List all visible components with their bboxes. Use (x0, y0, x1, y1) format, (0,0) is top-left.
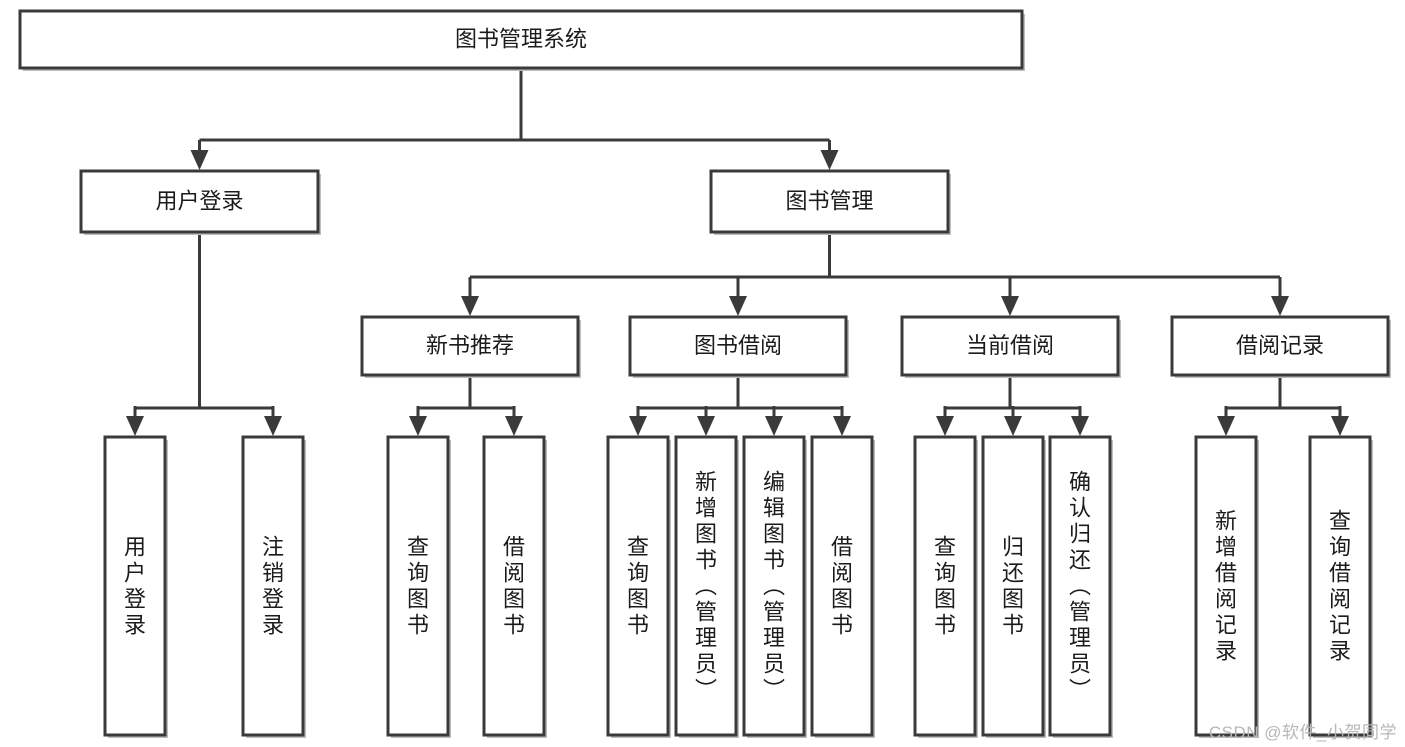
node-box[interactable] (482, 435, 546, 737)
node-label: 编辑图书︵管理员︶ (763, 469, 785, 702)
arrow-head-icon (461, 296, 479, 316)
node-box[interactable] (606, 435, 670, 737)
arrow-head-icon (126, 416, 144, 436)
node-label: 查询图书 (407, 534, 429, 637)
arrow-head-icon (697, 416, 715, 436)
node-leaf-9[interactable]: 归还图书 (981, 435, 1046, 738)
node-level2-用户登录[interactable]: 用户登录 (79, 169, 321, 235)
node-label: 借阅记录 (1236, 333, 1324, 358)
node-label: 图书管理 (785, 188, 873, 213)
node-label: 归还图书 (1002, 534, 1024, 637)
node-box[interactable] (674, 435, 738, 737)
node-label: 注销登录 (262, 534, 284, 637)
nodes-layer: 图书管理系统用户登录图书管理新书推荐图书借阅当前借阅借阅记录用户登录注销登录查询… (18, 9, 1391, 738)
node-label: 查询借阅记录 (1329, 508, 1351, 663)
arrow-head-icon (409, 416, 427, 436)
node-level3-借阅记录[interactable]: 借阅记录 (1170, 315, 1391, 378)
watermark-label: CSDN @软件_小贺同学 (1208, 723, 1397, 742)
node-level2-图书管理[interactable]: 图书管理 (709, 169, 951, 235)
arrow-head-icon (936, 416, 954, 436)
node-box[interactable] (628, 315, 848, 377)
arrow-head-icon (820, 150, 839, 170)
node-leaf-10[interactable]: 确认归还︵管理员︶ (1048, 435, 1113, 738)
node-leaf-2[interactable]: 查询图书 (386, 435, 451, 738)
node-label: 图书管理系统 (455, 26, 587, 51)
node-leaf-0[interactable]: 用户登录 (103, 435, 168, 738)
node-label: 借阅图书 (831, 534, 853, 637)
node-label: 新增借阅记录 (1215, 508, 1237, 663)
node-label: 用户登录 (124, 534, 146, 637)
arrow-head-icon (505, 416, 523, 436)
node-leaf-8[interactable]: 查询图书 (913, 435, 978, 738)
node-label: 图书借阅 (694, 333, 782, 358)
node-level3-图书借阅[interactable]: 图书借阅 (628, 315, 849, 378)
node-box[interactable] (1170, 315, 1390, 377)
arrow-head-icon (765, 416, 783, 436)
node-label: 新书推荐 (426, 333, 514, 358)
node-leaf-4[interactable]: 查询图书 (606, 435, 671, 738)
arrow-head-icon (1001, 296, 1019, 316)
node-box[interactable] (386, 435, 450, 737)
arrow-head-icon (1071, 416, 1089, 436)
node-level3-当前借阅[interactable]: 当前借阅 (900, 315, 1121, 378)
arrow-head-icon (1271, 296, 1289, 316)
node-box[interactable] (810, 435, 874, 737)
node-box[interactable] (241, 435, 305, 737)
arrow-head-icon (729, 296, 747, 316)
node-leaf-1[interactable]: 注销登录 (241, 435, 306, 738)
node-box[interactable] (103, 435, 167, 737)
node-leaf-6[interactable]: 编辑图书︵管理员︶ (742, 435, 807, 738)
node-leaf-12[interactable]: 查询借阅记录 (1308, 435, 1373, 738)
connectors-layer (126, 68, 1349, 436)
arrow-head-icon (1004, 416, 1022, 436)
node-box[interactable] (360, 315, 580, 377)
node-box[interactable] (913, 435, 977, 737)
node-leaf-11[interactable]: 新增借阅记录 (1194, 435, 1259, 738)
node-label: 确认归还︵管理员︶ (1069, 469, 1091, 702)
node-root-图书管理系统[interactable]: 图书管理系统 (18, 9, 1025, 71)
node-box[interactable] (1194, 435, 1258, 737)
node-box[interactable] (18, 9, 1024, 70)
node-label: 用户登录 (155, 188, 243, 213)
arrow-head-icon (833, 416, 851, 436)
node-box[interactable] (79, 169, 320, 234)
node-level3-新书推荐[interactable]: 新书推荐 (360, 315, 581, 378)
node-label: 借阅图书 (503, 534, 525, 637)
node-leaf-7[interactable]: 借阅图书 (810, 435, 875, 738)
node-leaf-3[interactable]: 借阅图书 (482, 435, 547, 738)
arrow-head-icon (1331, 416, 1349, 436)
node-box[interactable] (709, 169, 950, 234)
node-box[interactable] (1308, 435, 1372, 737)
node-box[interactable] (1048, 435, 1112, 737)
node-box[interactable] (900, 315, 1120, 377)
node-label: 查询图书 (934, 534, 956, 637)
node-box[interactable] (981, 435, 1045, 737)
node-label: 当前借阅 (966, 333, 1054, 358)
node-box[interactable] (742, 435, 806, 737)
node-label: 新增图书︵管理员︶ (695, 469, 717, 702)
arrow-head-icon (629, 416, 647, 436)
node-leaf-5[interactable]: 新增图书︵管理员︶ (674, 435, 739, 738)
node-label: 查询图书 (627, 534, 649, 637)
arrow-head-icon (1217, 416, 1235, 436)
arrow-head-icon (264, 416, 282, 436)
arrow-head-icon (190, 150, 209, 170)
